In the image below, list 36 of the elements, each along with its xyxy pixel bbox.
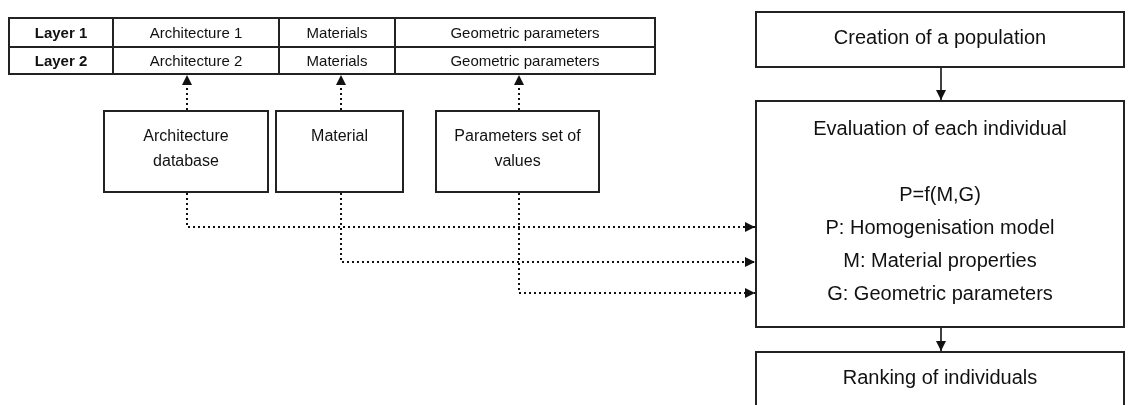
box-label: Ranking of individuals (842, 365, 1038, 389)
arrow (518, 192, 756, 298)
process-box (755, 351, 1125, 405)
arrow (186, 192, 756, 232)
formula-text: M: Material properties (843, 248, 1037, 272)
arrow (514, 74, 524, 111)
table-cell (394, 17, 656, 48)
table-cell (8, 46, 114, 75)
cell-text: Materials (306, 23, 368, 42)
arrow (936, 327, 946, 352)
process-box (275, 110, 404, 193)
table-cell (394, 46, 656, 75)
process-box (103, 110, 269, 193)
box-label: Creation of a population (833, 25, 1047, 49)
arrow (340, 192, 756, 267)
cell-text: Geometric parameters (450, 51, 600, 70)
cell-text: Geometric parameters (450, 23, 600, 42)
formula-text: P=f(M,G) (899, 182, 981, 206)
formula-text: P: Homogenisation model (825, 215, 1055, 239)
arrow (336, 74, 346, 111)
arrow (936, 67, 946, 101)
box-label: Architecture database (142, 126, 230, 171)
formula-text: G: Geometric parameters (827, 281, 1053, 305)
cell-text: Layer 1 (34, 23, 88, 42)
cell-text: Architecture 2 (149, 51, 243, 70)
process-box (435, 110, 600, 193)
process-box (755, 11, 1125, 68)
arrow (182, 74, 192, 111)
cell-text: Layer 2 (34, 51, 88, 70)
process-box (755, 100, 1125, 328)
cell-text: Architecture 1 (149, 23, 243, 42)
box-label: Parameters set of values (453, 126, 582, 171)
heading-text: Evaluation of each individual (813, 116, 1067, 140)
table-cell (8, 17, 114, 48)
box-label: Material (311, 126, 368, 146)
cell-text: Materials (306, 51, 368, 70)
